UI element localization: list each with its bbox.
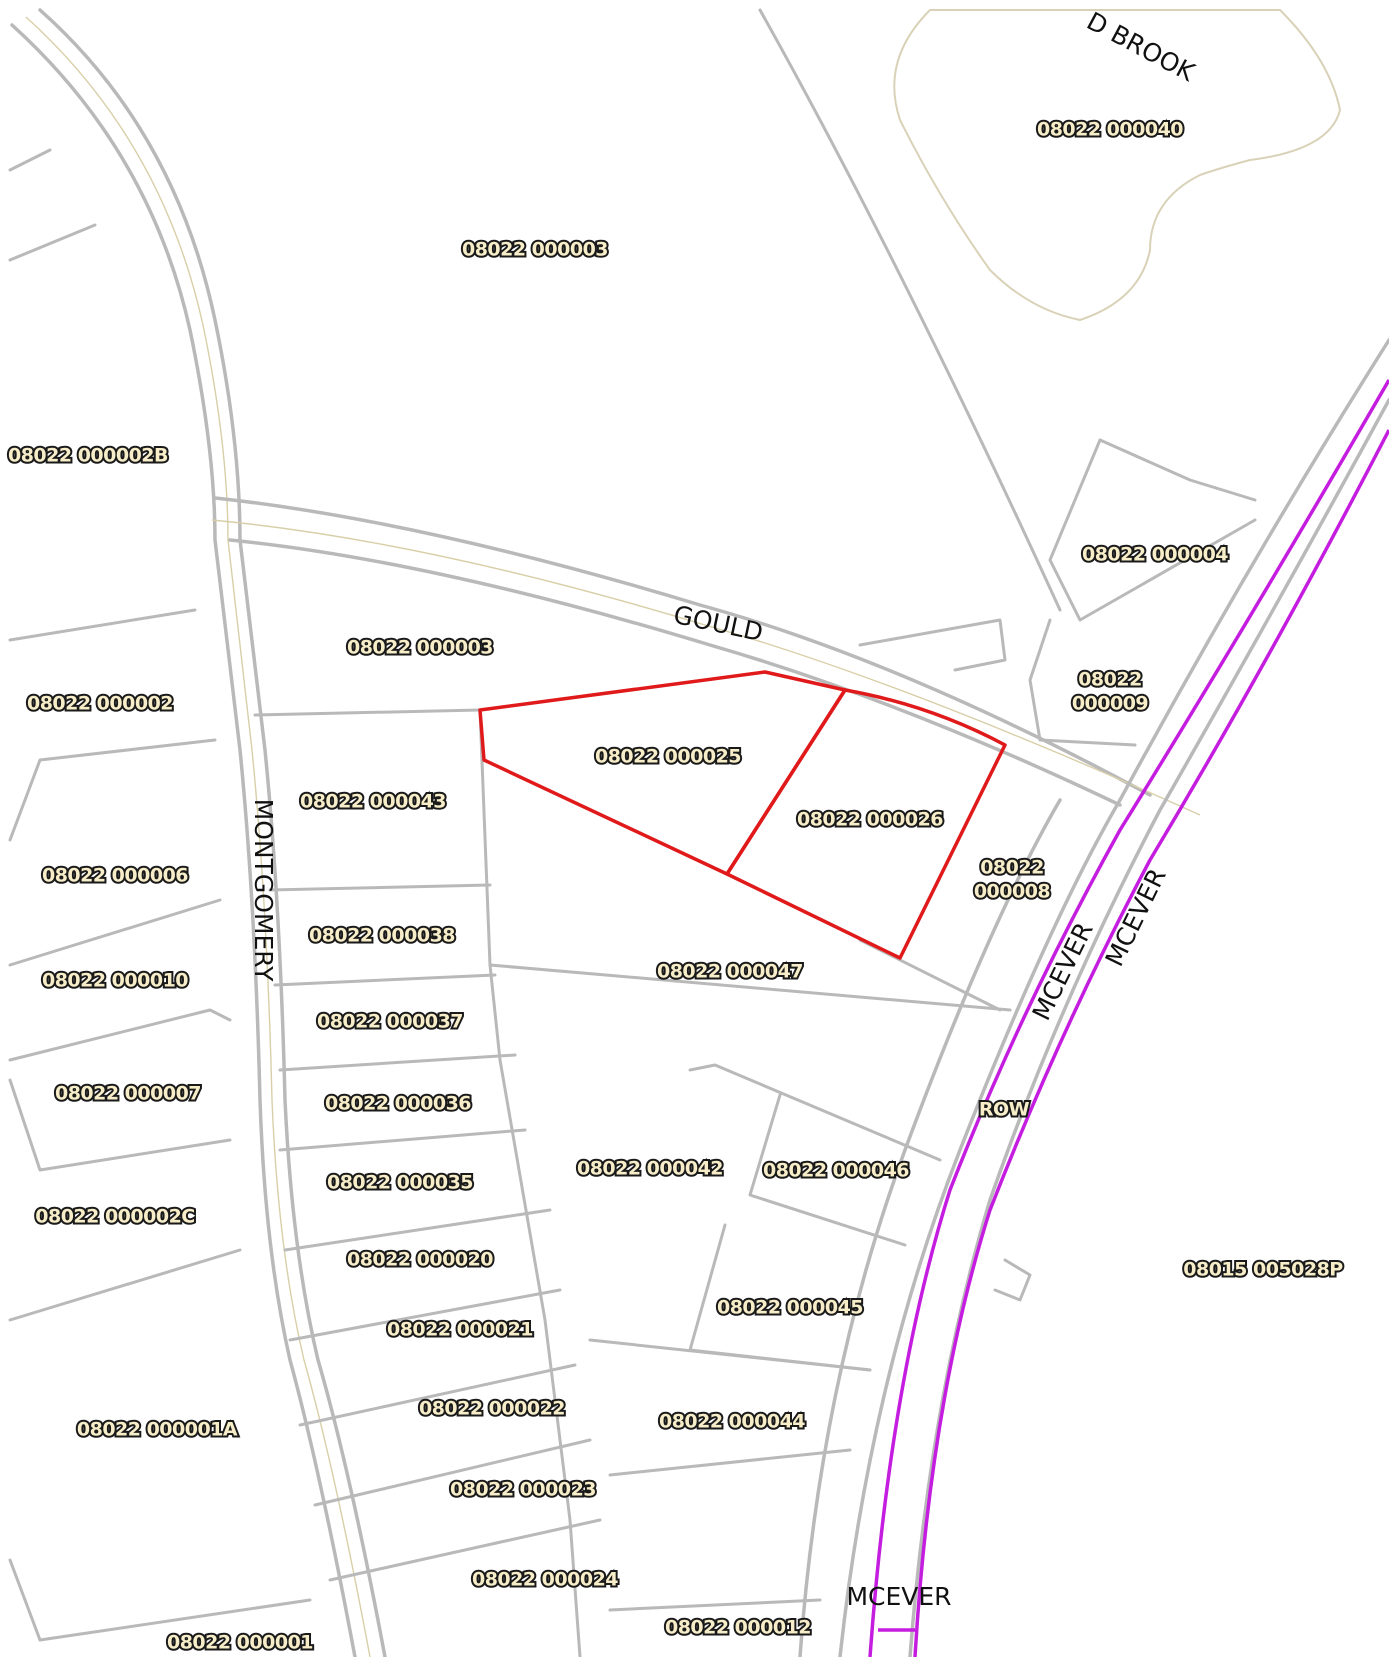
parcel-label: 08022 000040 [1037, 119, 1183, 141]
montgomery-road [10, 8, 387, 1657]
parcel-label: 08022 000021 [387, 1319, 533, 1341]
parcel-label: 08022 000036 [325, 1093, 471, 1115]
parcel-label: 08022 000002C [35, 1206, 194, 1228]
parcel-label: 08022 [1078, 669, 1142, 691]
road-label-mcever-a: MCEVER [1027, 918, 1099, 1025]
parcel-label: 08022 000044 [659, 1411, 805, 1433]
road-label-mcever-b: MCEVER [1100, 864, 1172, 971]
parcel-label: 08022 000035 [327, 1172, 473, 1194]
parcel-label: 08022 000042 [577, 1158, 723, 1180]
parcel-label: 08022 000023 [450, 1479, 596, 1501]
parcel-label: 08022 000043 [300, 791, 446, 813]
subject-parcels [478, 670, 1007, 960]
parcel-label: 000009 [1072, 693, 1148, 715]
gould-road [211, 496, 1201, 816]
parcel-label: 08022 000002B [8, 445, 168, 467]
parcel-label: 08022 000010 [42, 970, 188, 992]
parcel-label: 08022 [980, 857, 1044, 879]
parcel-label: 08022 000038 [309, 925, 455, 947]
parcel-label: 08022 000026 [797, 809, 943, 831]
parcel-label: 08022 000007 [55, 1083, 201, 1105]
parcel-boundaries [8, 8, 1257, 1657]
parcel-label: 08022 000022 [419, 1398, 565, 1420]
road-label-montgomery: MONTGOMERY [249, 799, 278, 982]
road-label-row: ROW [979, 1099, 1030, 1121]
parcel-label: 08022 000012 [665, 1617, 811, 1639]
parcel-label: 08022 000004 [1082, 544, 1228, 566]
parcel-label: 08015 005028P [1183, 1259, 1343, 1281]
rail-line [868, 379, 1389, 1657]
parcel-label: 08022 000046 [763, 1160, 909, 1182]
parcel-label: 08022 000037 [317, 1011, 463, 1033]
parcel-label: 08022 000002 [27, 693, 173, 715]
parcel-label: 08022 000001A [77, 1419, 238, 1441]
parcel-label: 08022 000003 [347, 637, 493, 659]
parcel-label: 08022 000024 [472, 1569, 618, 1591]
parcel-labels: 08022 000040 08022 000003 08022 000002B … [6, 117, 1346, 1656]
road-label-mcever-c: MCEVER [846, 1582, 951, 1611]
parcel-label: 08022 000045 [717, 1297, 863, 1319]
parcel-label: 08022 000006 [42, 865, 188, 887]
parcel-label: 08022 000001 [167, 1632, 313, 1654]
parcel-label: 08022 000003 [462, 239, 608, 261]
pond-outline [893, 9, 1342, 322]
parcel-label: 08022 000025 [595, 746, 741, 768]
subject-parcel-000026[interactable] [725, 688, 1007, 960]
parcel-label: 08022 000020 [347, 1249, 493, 1271]
parcel-label: 000008 [974, 881, 1051, 903]
parcel-label: 08022 000047 [657, 961, 803, 983]
road-label-gould: GOULD [671, 600, 766, 647]
